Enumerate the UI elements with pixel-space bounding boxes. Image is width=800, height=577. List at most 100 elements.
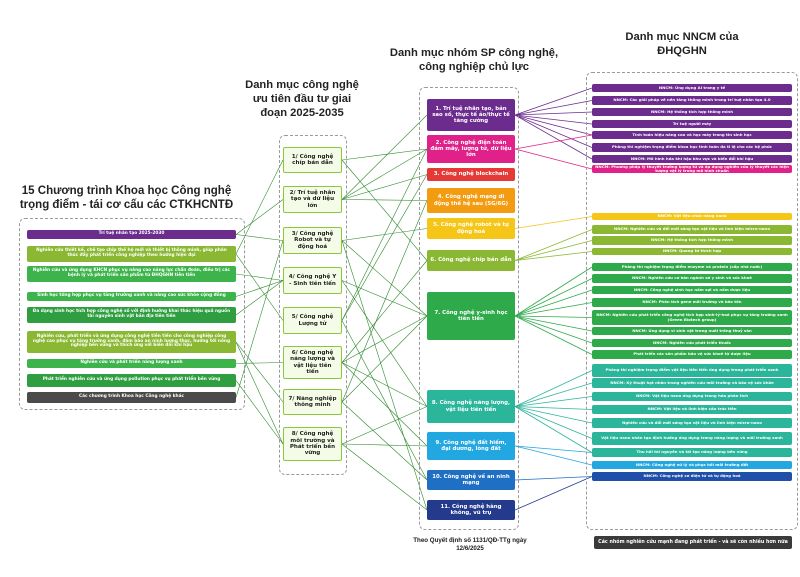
connector-line [514,406,593,439]
connector-line [514,114,593,136]
connector-line [341,362,428,407]
connector-line [514,266,593,317]
nncm-item: NNCM: Ứng dụng AI trong y tế [592,84,792,92]
connector-line [514,114,593,160]
tech-item: 3/ Công nghệ Robot và tự động hoá [283,227,342,254]
connector-line [341,174,428,200]
connector-line [514,315,593,355]
nncm-item: NNCM: Công nghệ xử lý và phục hồi môi tr… [592,461,792,469]
connector-line [514,114,593,125]
connector-line [341,148,428,161]
nncm-item: NNCM: Phương pháp lý thuyết trường lượng… [592,165,792,173]
product-group-item: 6. Công nghệ chíp bán dẫn [427,250,515,271]
connector-line [514,445,593,453]
product-group-item: 4. Công nghệ mạng di động thế hệ sau (5G… [427,188,515,213]
nncm-item: NNCM: Vật liệu nano ứng dụng trong hóa p… [592,392,792,401]
connector-line [341,240,428,317]
nncm-item: NNCM: Ứng dụng vi sinh vật trong nuôi tr… [592,327,792,335]
nncm-item: NNCM: Phân tích gene môi trường và bảo t… [592,298,792,307]
connector-line [514,382,593,407]
tech-item: 1/ Công nghệ chíp bán dẫn [283,147,342,173]
nncm-item: NNCM: Quang tử thích hợp [592,248,792,255]
nncm-title: Danh mục NNCM của ĐHQGHN [625,31,739,57]
product-group-item: 2. Công nghệ điện toán đám mây, lượng tử… [427,135,515,163]
program-item: Phát triển nghiên cứu và ứng dụng pollut… [27,374,236,387]
connector-line [514,251,593,261]
nncm-item: Vật liệu nano nhân tạo định hướng ứng dụ… [592,432,792,445]
nncm-item: NNCM: Nghiên cứu cơ bản ngành sở y sinh … [592,274,792,283]
connector-line [341,240,428,511]
connector-line [514,370,593,407]
connector-line [514,87,593,116]
connector-line [341,148,428,321]
program-item: Sinh học tổng hợp phục vụ tăng trưởng xa… [27,292,236,301]
connector-line [341,199,428,201]
connector-line [514,445,593,466]
nncm-item: Phòng thí nghiệm trọng điểm vật liệu tiê… [592,364,792,377]
nncm-item: Phòng thí nghiệm trọng điểm khoa học tín… [592,143,792,152]
tech-title: Danh mục công nghệ ưu tiên đầu tư giai đ… [245,79,359,119]
programs-title: 15 Chương trình Khoa học Công nghệ trọng… [19,185,234,212]
connector-line [514,406,593,453]
connector-line [341,443,428,447]
connector-line [341,401,428,481]
nncm-item: NNCM: Nghiên cứu phát triển thuốc [592,339,792,347]
connector-line [341,159,428,261]
product-group-item: 10. Công nghệ về an ninh mạng [427,470,515,490]
product-group-item: 7. Công nghệ y-sinh học tiên tiến [427,292,515,340]
nncm-frame [586,72,798,530]
groups-frame [419,87,519,530]
product-group-item: 9. Công nghệ đất hiếm, đại dương, lòng đ… [427,432,515,460]
nncm-item: NNCM: Nghiên cứu phát triển công nghệ tí… [592,310,792,325]
connector-line [341,174,428,321]
groups-footnote: Theo Quyết định số 1131/QĐ-TTg ngày 12/6… [413,537,527,553]
connector-line [341,260,428,363]
nncm-item: Phát triển các sản phẩm bảo vệ sức khoẻ … [592,350,792,359]
product-group-item: 3. Công nghệ blockchain [427,168,515,181]
connector-line [341,320,428,481]
nncm-item: Nghiên cứu và đổi mới sáng tạo vật liệu … [592,418,792,428]
connector-line [514,289,593,317]
program-item: Nghiên cứu thiết kế, chế tạo chip thế hệ… [27,246,236,262]
connector-line [514,114,593,148]
nncm-item: NNCM: Công nghệ cơ điện tử và tự động ho… [592,472,792,481]
tech-frame [279,135,347,475]
program-item: Nghiên cứu, phát triển và ứng dụng công … [27,331,236,353]
connector-line [514,148,593,170]
connector-line [514,315,593,332]
connector-line [514,100,593,116]
nncm-item: NNCM: Vật liệu chức năng nano [592,213,792,220]
connector-line [341,315,428,403]
connector-line [341,200,428,403]
connector-line [514,396,593,407]
tech-item: 5/ Công nghệ Lượng tử [283,307,342,334]
nncm-item: Phòng thí nghiệm trọng điểm enzyme và pr… [592,263,792,271]
connector-line [341,114,428,200]
programs-frame [19,218,245,410]
nncm-item: Trí tuệ người máy [592,120,792,128]
program-item: Các chương trình Khoa học Công nghệ khác [27,392,236,403]
nncm-item: NNCM: Các giải pháp về nền tảng thông mi… [592,96,792,105]
tech-item: 7/ Năng nghiệp thông minh [283,389,342,415]
connector-line [514,476,593,481]
connector-line [514,111,593,116]
nncm-footer-banner: Các nhóm nghiên cứu mạnh đang phát triển… [594,536,792,549]
groups-title: Danh mục nhóm SP công nghệ, công nghiệp … [389,47,559,73]
program-item: Nghiên cứu và phát triển năng lượng xanh [27,359,236,368]
connector-line [514,216,593,229]
tech-item: 4/ Công nghệ Y - Sinh tiên tiến [283,267,342,294]
nncm-item: NNCM: Hệ thống tích hợp thông minh [592,236,792,245]
connector-line [514,406,593,410]
program-item: Trí tuệ nhân tạo 2025-2030 [27,230,236,239]
nncm-item: NNCM: Công nghệ sinh học nấm sợi và nấm … [592,286,792,294]
connector-line [341,315,428,363]
connector-line [514,406,593,424]
connector-line [341,280,428,407]
nncm-item: NNCM: Hệ thống tích hợp thông minh [592,108,792,116]
connector-line [514,302,593,317]
program-item: Nghiên cứu và ứng dụng KHCN phục vụ nâng… [27,266,236,282]
connector-line [341,228,428,241]
nncm-item: NNCM: Mô hình hóa khí hậu khu vực và biế… [592,155,792,163]
connector-line [514,315,593,344]
